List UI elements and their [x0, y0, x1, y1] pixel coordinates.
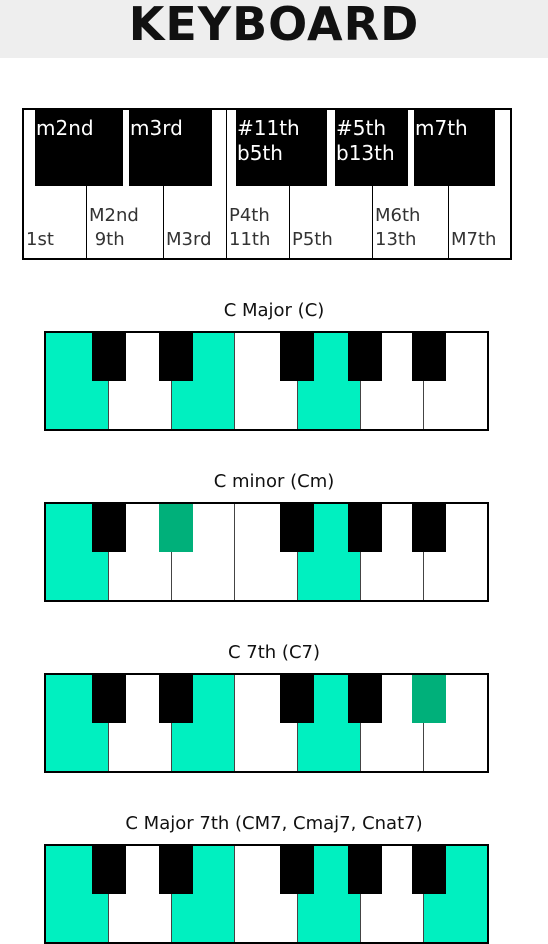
- legend-black-label: m2nd: [36, 116, 94, 140]
- chord-keyboard-c-7th: [44, 673, 489, 773]
- black-key: [348, 675, 382, 723]
- legend-black-key: #11th b5th: [236, 110, 327, 186]
- header-bar: KEYBOARD: [0, 0, 548, 58]
- chord-title: C 7th (C7): [228, 642, 320, 663]
- legend-white-key: M7th: [449, 110, 510, 258]
- legend-white-label: M7th: [451, 229, 497, 250]
- black-key: [159, 846, 193, 894]
- black-key: [412, 846, 446, 894]
- legend-black-key: m7th: [414, 110, 495, 186]
- interval-legend-keyboard: 1st M2nd 9th M3rd P4th 11th P5th M6th 13…: [22, 108, 512, 260]
- black-key: [92, 333, 126, 381]
- black-key: [412, 504, 446, 552]
- black-key: [92, 504, 126, 552]
- chord-keyboard-c-major: [44, 331, 489, 431]
- black-key: [159, 504, 193, 552]
- legend-black-label: #11th b5th: [237, 116, 300, 165]
- black-key: [348, 504, 382, 552]
- legend-black-label: m3rd: [130, 116, 183, 140]
- black-key: [280, 846, 314, 894]
- legend-black-key: m2nd: [35, 110, 123, 186]
- black-key: [92, 675, 126, 723]
- black-key: [280, 504, 314, 552]
- legend-black-key: m3rd: [129, 110, 212, 186]
- chord-keyboard-c-minor: [44, 502, 489, 602]
- chord-title: C minor (Cm): [213, 471, 335, 492]
- black-key: [412, 675, 446, 723]
- legend-white-label: P5th: [292, 229, 333, 250]
- black-key: [348, 846, 382, 894]
- legend-black-label: m7th: [415, 116, 468, 140]
- chord-keyboard-c-major-7th: [44, 844, 489, 944]
- page-title: KEYBOARD: [128, 0, 420, 51]
- legend-white-label: 1st: [26, 229, 54, 250]
- chord-title: C Major 7th (CM7, Cmaj7, Cnat7): [125, 813, 423, 834]
- black-key: [159, 333, 193, 381]
- chord-title: C Major (C): [223, 300, 325, 321]
- black-key: [280, 333, 314, 381]
- legend-white-key: M3rd: [164, 110, 227, 258]
- black-key: [348, 333, 382, 381]
- legend-white-label: P4th 11th: [229, 205, 271, 250]
- legend-black-label: #5th b13th: [336, 116, 395, 165]
- black-key: [92, 846, 126, 894]
- black-key: [412, 333, 446, 381]
- black-key: [159, 675, 193, 723]
- black-key: [280, 675, 314, 723]
- legend-white-label: M3rd: [166, 229, 212, 250]
- legend-white-label: M2nd 9th: [89, 205, 139, 250]
- legend-black-key: #5th b13th: [335, 110, 408, 186]
- legend-white-label: M6th 13th: [375, 205, 421, 250]
